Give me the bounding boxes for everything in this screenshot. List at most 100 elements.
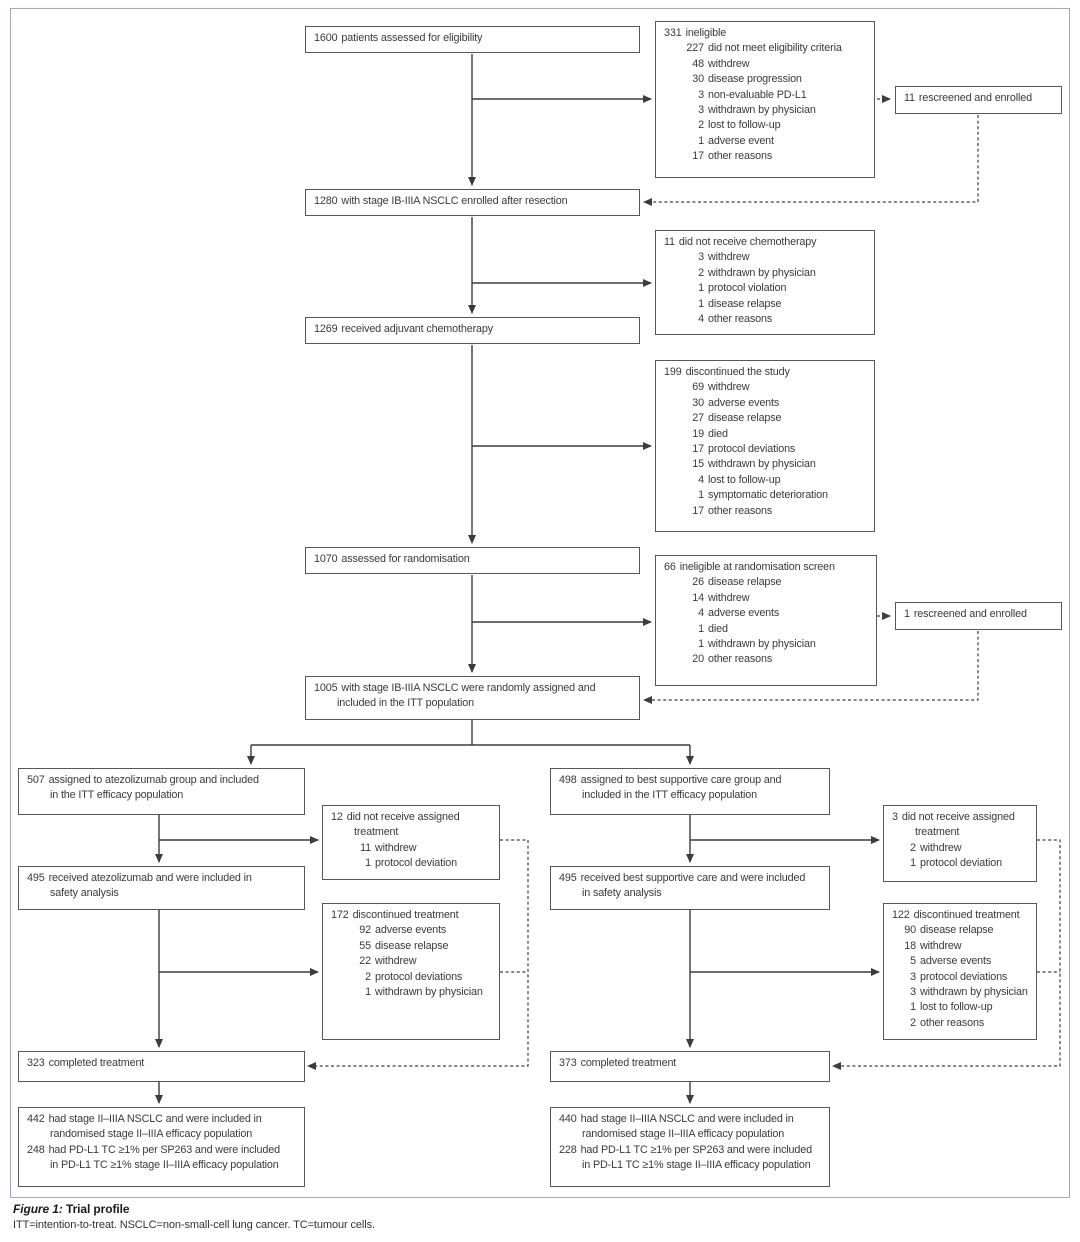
line-count: 1070 bbox=[314, 553, 338, 565]
line-count: 92 bbox=[359, 924, 371, 937]
line-count: 1269 bbox=[314, 323, 338, 335]
line-count: 495 bbox=[27, 872, 45, 884]
figure-caption-note: ITT=intention-to-treat. NSCLC=non-small-… bbox=[13, 1219, 375, 1231]
line-count: 1 bbox=[904, 608, 910, 620]
line-count: 55 bbox=[359, 939, 371, 952]
figure-caption-title: Figure 1: Trial profile bbox=[13, 1202, 1013, 1216]
line-text: randomised stage II–IIIA efficacy popula… bbox=[582, 1128, 785, 1141]
line-text: received atezolizumab and were included … bbox=[48, 872, 252, 884]
line-count: 4 bbox=[698, 313, 704, 326]
line-text: disease relapse bbox=[708, 297, 782, 310]
line-count: 19 bbox=[692, 427, 704, 440]
figure-caption: Figure 1: Trial profile ITT=intention-to… bbox=[13, 1202, 1013, 1231]
line-count: 17 bbox=[692, 443, 704, 456]
box-line: treatment bbox=[892, 825, 1028, 840]
line-count: 442 bbox=[27, 1113, 45, 1125]
line-text: assigned to best supportive care group a… bbox=[580, 774, 782, 786]
line-count: 26 bbox=[692, 576, 704, 589]
line-count: 1 bbox=[910, 1001, 916, 1014]
line-text: randomised stage II–IIIA efficacy popula… bbox=[50, 1128, 253, 1141]
line-count: 3 bbox=[698, 251, 704, 264]
box-line: in PD-L1 TC ≥1% stage II–IIIA efficacy p… bbox=[559, 1158, 821, 1173]
line-text: withdrew bbox=[708, 591, 750, 604]
line-count: 11 bbox=[664, 236, 675, 248]
line-text: withdrew bbox=[375, 955, 417, 968]
line-text: lost to follow-up bbox=[708, 473, 781, 486]
line-count: 1 bbox=[910, 857, 916, 870]
line-text: withdrew bbox=[920, 841, 962, 854]
line-text: rescreened and enrolled bbox=[918, 92, 1032, 104]
line-text: protocol deviations bbox=[708, 443, 796, 456]
line-count: 27 bbox=[692, 412, 704, 425]
line-text: in PD-L1 TC ≥1% stage II–IIIA efficacy p… bbox=[582, 1159, 811, 1172]
line-count: 4 bbox=[698, 607, 704, 620]
line-count: 1 bbox=[698, 134, 704, 147]
line-text: withdrawn by physician bbox=[920, 986, 1028, 999]
line-count: 498 bbox=[559, 774, 577, 786]
line-count: 66 bbox=[664, 561, 676, 573]
line-text: received best supportive care and were i… bbox=[580, 872, 806, 884]
line-count: 5 bbox=[910, 955, 916, 968]
line-text: included in the ITT efficacy population bbox=[582, 789, 758, 802]
line-text: completed treatment bbox=[48, 1057, 145, 1069]
line-text: did not receive assigned bbox=[346, 811, 460, 823]
line-text: symptomatic deterioration bbox=[708, 489, 828, 502]
line-count: 1280 bbox=[314, 195, 338, 207]
line-text: in the ITT efficacy population bbox=[50, 789, 184, 802]
line-count: 122 bbox=[892, 909, 910, 921]
line-text: with stage IB-IIIA NSCLC enrolled after … bbox=[341, 195, 568, 207]
line-text: other reasons bbox=[708, 653, 773, 666]
line-count: 48 bbox=[692, 57, 704, 70]
line-text: did not meet eligibility criteria bbox=[708, 42, 842, 55]
line-count: 2 bbox=[698, 266, 704, 279]
line-text: other reasons bbox=[708, 150, 773, 163]
line-text: patients assessed for eligibility bbox=[341, 32, 483, 44]
box-line: in the ITT efficacy population bbox=[27, 788, 296, 803]
line-count: 18 bbox=[904, 939, 916, 952]
line-text: disease relapse bbox=[375, 939, 449, 952]
line-count: 228 bbox=[559, 1143, 577, 1156]
line-text: had stage II–IIIA NSCLC and were include… bbox=[48, 1113, 262, 1125]
line-text: completed treatment bbox=[580, 1057, 677, 1069]
line-count: 248 bbox=[27, 1143, 45, 1156]
